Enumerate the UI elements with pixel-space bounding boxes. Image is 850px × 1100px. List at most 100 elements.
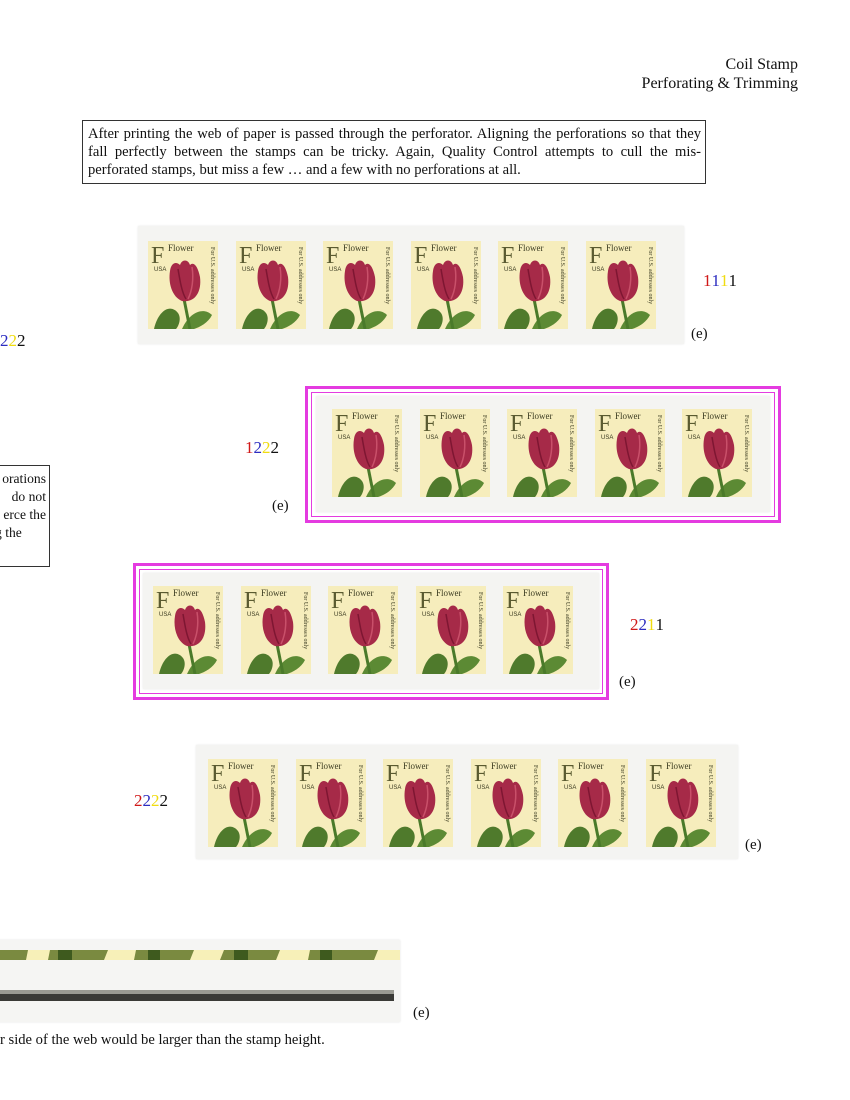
svg-text:F: F bbox=[151, 243, 164, 269]
svg-text:For U.S. addresses only: For U.S. addresses only bbox=[568, 415, 574, 472]
svg-text:Flower: Flower bbox=[440, 411, 466, 421]
svg-text:USA: USA bbox=[242, 267, 254, 273]
svg-text:For U.S. addresses only: For U.S. addresses only bbox=[444, 765, 450, 822]
intro-text-box: After printing the web of paper is passe… bbox=[82, 120, 706, 184]
svg-text:For U.S. addresses only: For U.S. addresses only bbox=[647, 247, 653, 304]
svg-text:USA: USA bbox=[154, 267, 166, 273]
svg-text:Flower: Flower bbox=[615, 411, 641, 421]
svg-text:Flower: Flower bbox=[578, 761, 604, 771]
svg-text:F: F bbox=[414, 243, 427, 269]
svg-text:F: F bbox=[598, 411, 611, 437]
plate-digit: 2 bbox=[134, 791, 143, 810]
svg-text:F: F bbox=[561, 761, 574, 787]
svg-text:F: F bbox=[244, 588, 257, 614]
svg-text:F: F bbox=[326, 243, 339, 269]
svg-text:USA: USA bbox=[601, 435, 613, 441]
side-note-line: g the bbox=[0, 525, 22, 540]
example-label: (e) bbox=[413, 1005, 430, 1021]
example-label: (e) bbox=[691, 326, 708, 342]
trimmed-web-image bbox=[0, 950, 400, 1001]
plate-digit: 1 bbox=[728, 271, 738, 290]
svg-text:Flower: Flower bbox=[491, 761, 517, 771]
svg-text:USA: USA bbox=[513, 435, 525, 441]
plate-digit: 2 bbox=[253, 438, 263, 457]
svg-text:USA: USA bbox=[334, 612, 346, 618]
svg-text:For U.S. addresses only: For U.S. addresses only bbox=[481, 415, 487, 472]
svg-text:For U.S. addresses only: For U.S. addresses only bbox=[559, 247, 565, 304]
plate-digit: 2 bbox=[0, 331, 9, 350]
svg-text:Flower: Flower bbox=[523, 588, 549, 598]
svg-text:USA: USA bbox=[338, 435, 350, 441]
plate-digit: 2 bbox=[270, 438, 280, 457]
plate-digit: 2 bbox=[142, 791, 152, 810]
plate-digit: 1 bbox=[703, 271, 712, 290]
svg-text:F: F bbox=[419, 588, 432, 614]
svg-text:USA: USA bbox=[329, 267, 341, 273]
example-label: (e) bbox=[272, 498, 289, 514]
svg-text:F: F bbox=[331, 588, 344, 614]
svg-text:F: F bbox=[299, 761, 312, 787]
svg-text:For U.S. addresses only: For U.S. addresses only bbox=[477, 592, 483, 649]
highlight-frame-inner bbox=[311, 392, 775, 517]
svg-text:Flower: Flower bbox=[261, 588, 287, 598]
svg-text:Flower: Flower bbox=[431, 243, 457, 253]
svg-text:F: F bbox=[501, 243, 514, 269]
plate-number-2: 1222 bbox=[245, 438, 279, 458]
plate-digit: 2 bbox=[262, 438, 271, 457]
header-subtitle: Perforating & Trimming bbox=[641, 75, 798, 92]
svg-text:For U.S. addresses only: For U.S. addresses only bbox=[743, 415, 749, 472]
svg-text:Flower: Flower bbox=[518, 243, 544, 253]
svg-text:Flower: Flower bbox=[527, 411, 553, 421]
svg-text:For U.S. addresses only: For U.S. addresses only bbox=[302, 592, 308, 649]
svg-text:F: F bbox=[335, 411, 348, 437]
plate-digit: 2 bbox=[630, 615, 639, 634]
svg-text:Flower: Flower bbox=[606, 243, 632, 253]
trimmed-web-strip bbox=[0, 940, 400, 1022]
svg-text:USA: USA bbox=[652, 785, 664, 791]
svg-text:For U.S. addresses only: For U.S. addresses only bbox=[564, 592, 570, 649]
svg-text:Flower: Flower bbox=[168, 243, 194, 253]
plate-digit: 1 bbox=[647, 615, 656, 634]
side-note-line: orations bbox=[2, 471, 46, 486]
plate-number-1: 1111 bbox=[703, 271, 737, 291]
plate-number-4: 2222 bbox=[134, 791, 168, 811]
svg-text:Flower: Flower bbox=[173, 588, 199, 598]
svg-text:USA: USA bbox=[504, 267, 516, 273]
svg-text:Flower: Flower bbox=[316, 761, 342, 771]
page-header: Coil Stamp Perforating & Trimming bbox=[642, 55, 798, 93]
svg-text:Flower: Flower bbox=[228, 761, 254, 771]
plate-digit: 2 bbox=[638, 615, 648, 634]
svg-text:For U.S. addresses only: For U.S. addresses only bbox=[357, 765, 363, 822]
svg-text:USA: USA bbox=[592, 267, 604, 273]
svg-text:USA: USA bbox=[477, 785, 489, 791]
svg-text:For U.S. addresses only: For U.S. addresses only bbox=[393, 415, 399, 472]
svg-text:F: F bbox=[211, 761, 224, 787]
svg-text:Flower: Flower bbox=[343, 243, 369, 253]
plate-digit: 1 bbox=[245, 438, 254, 457]
plate-digit: 2 bbox=[159, 791, 169, 810]
side-note-line: do not bbox=[11, 489, 46, 504]
svg-text:For U.S. addresses only: For U.S. addresses only bbox=[384, 247, 390, 304]
highlight-frame-inner bbox=[139, 569, 603, 694]
svg-text:Flower: Flower bbox=[403, 761, 429, 771]
highlight-frame bbox=[305, 386, 781, 523]
svg-text:For U.S. addresses only: For U.S. addresses only bbox=[656, 415, 662, 472]
header-title: Coil Stamp bbox=[725, 56, 798, 73]
svg-text:USA: USA bbox=[389, 785, 401, 791]
